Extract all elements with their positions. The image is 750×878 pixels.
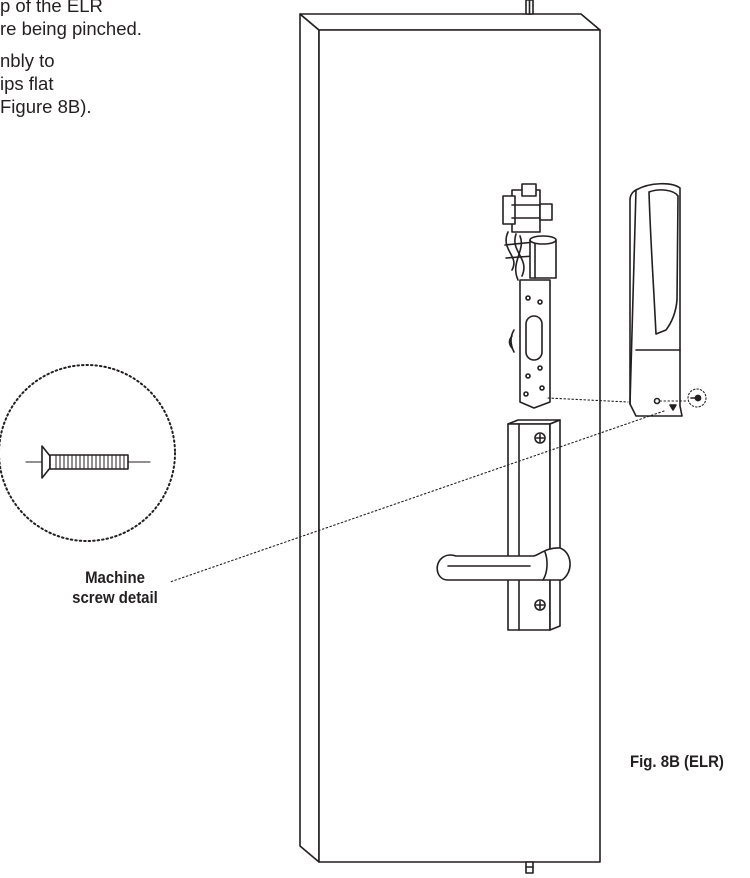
callout-line: screw detail (72, 588, 158, 607)
leader-lines (169, 397, 689, 583)
instruction-text-line: nbly to (0, 50, 55, 71)
instruction-text-line: p of the ELR (0, 0, 103, 16)
door-slab (299, 0, 601, 874)
callout-line: Machine (85, 568, 145, 587)
reader-housing (629, 182, 683, 417)
figure-caption: Fig. 8B (ELR) (630, 752, 724, 771)
screw-callout-circle (687, 388, 707, 408)
machine-screw-detail (0, 364, 176, 542)
lever-trim-plate (436, 419, 571, 631)
instruction-text-line: re being pinched. (0, 18, 142, 39)
instruction-text-line: Figure 8B). (0, 96, 92, 117)
instruction-text-line: ips flat (0, 73, 54, 94)
machine-screw-detail-label: Machine screw detail (67, 568, 164, 608)
chassis-mechanism (502, 183, 557, 409)
small-screw-icon (690, 394, 702, 402)
